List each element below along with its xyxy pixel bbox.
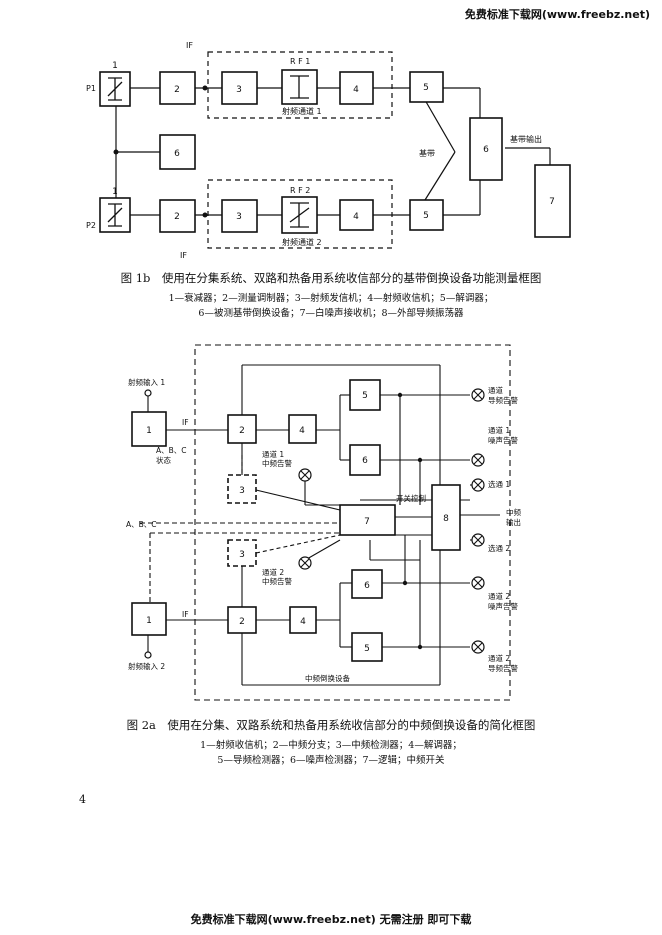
svg-text:4: 4 bbox=[353, 212, 359, 222]
rf-input1-label: 射频输入 1 bbox=[128, 377, 165, 387]
svg-text:6: 6 bbox=[174, 149, 180, 159]
if-bottom-label: IF bbox=[180, 251, 187, 260]
if2-label: IF bbox=[182, 610, 189, 619]
svg-text:3: 3 bbox=[239, 486, 245, 496]
baseband-label: 基带 bbox=[419, 148, 435, 158]
abc-top-state-label: 状态 bbox=[156, 455, 171, 465]
svg-text:3: 3 bbox=[236, 212, 242, 222]
channel1-label: 射频通道 1 bbox=[282, 106, 322, 116]
abc-mid-label: A、B、C bbox=[126, 520, 157, 529]
select1-label: 选通 1 bbox=[488, 479, 510, 489]
ch2-noise-label-a: 通道 2 bbox=[488, 591, 510, 601]
ch2-pilot-label-b: 导频告警 bbox=[488, 663, 518, 673]
svg-text:5: 5 bbox=[423, 211, 429, 221]
p1-label: P1 bbox=[86, 84, 96, 93]
svg-text:5: 5 bbox=[423, 83, 429, 93]
svg-text:3: 3 bbox=[236, 85, 242, 95]
figure-2a-diagram: 1 2 4 5 6 3 7 8 3 2 4 6 5 1 射频输入 1 射频输入 2 A、B、C 状… bbox=[126, 344, 521, 701]
svg-text:6: 6 bbox=[364, 581, 370, 591]
rf-input2-label: 射频输入 2 bbox=[128, 661, 165, 671]
if-switch-unit-label: 中频倒换设备 bbox=[305, 673, 350, 683]
svg-text:7: 7 bbox=[549, 197, 555, 207]
if-output-label-a: 中频 bbox=[506, 507, 521, 517]
ch2-if-alarm-label-b: 中频告警 bbox=[262, 576, 292, 586]
svg-text:2: 2 bbox=[174, 85, 180, 95]
ch2-pilot-label-a: 通道 2 bbox=[488, 653, 510, 663]
figure-2a-caption: 图 2a 使用在分集、双路系统和热备用系统收信部分的中频倒换设备的简化框图 bbox=[126, 718, 536, 732]
ch2-if-alarm-label-a: 通道 2 bbox=[262, 567, 284, 577]
svg-text:6: 6 bbox=[483, 145, 489, 155]
pilot-alarm-label-a: 通道 bbox=[488, 385, 503, 395]
figure-1b-diagram: 2 3 4 5 6 6 7 2 3 4 5 1 1 P1 P2 IF IF R F 1 R … bbox=[86, 41, 571, 260]
svg-text:2: 2 bbox=[174, 212, 180, 222]
svg-text:1: 1 bbox=[112, 187, 118, 197]
figure-2a-legend-line1: 1—射频收信机；2—中频分支；3—中频检测器；4—解调器； bbox=[200, 740, 462, 751]
svg-text:2: 2 bbox=[239, 617, 245, 627]
if-top-label: IF bbox=[186, 41, 193, 50]
svg-text:5: 5 bbox=[362, 391, 368, 401]
svg-text:3: 3 bbox=[239, 550, 245, 560]
channel2-label: 射频通道 2 bbox=[282, 237, 322, 247]
pilot-alarm-label-b: 导频告警 bbox=[488, 395, 518, 405]
ch1-if-alarm-label-a: 通道 1 bbox=[262, 449, 284, 459]
svg-text:6: 6 bbox=[362, 456, 368, 466]
figure-1b-caption: 图 1b 使用在分集系统、双路和热备用系统收信部分的基带倒换设备功能测量框图 bbox=[120, 271, 542, 285]
switch-control-label: 开关控制 bbox=[396, 493, 426, 503]
svg-text:1: 1 bbox=[146, 426, 152, 436]
p2-label: P2 bbox=[86, 221, 96, 230]
select2-label: 选通 2 bbox=[488, 543, 510, 553]
page-number: 4 bbox=[79, 793, 86, 806]
figure-2a-legend-line2: 5—导频检测器；6—噪声检测器；7—逻辑；中频开关 bbox=[217, 755, 445, 766]
svg-text:4: 4 bbox=[299, 426, 305, 436]
if1-label: IF bbox=[182, 418, 189, 427]
svg-text:1: 1 bbox=[112, 61, 118, 71]
rf2-label: R F 2 bbox=[290, 186, 310, 195]
svg-text:1: 1 bbox=[146, 616, 152, 626]
abc-top-label: A、B、C bbox=[156, 446, 187, 455]
baseband-out-label: 基带输出 bbox=[510, 134, 542, 144]
svg-text:7: 7 bbox=[364, 517, 370, 527]
svg-text:4: 4 bbox=[353, 85, 359, 95]
figure-1b-legend-line2: 6—被测基带倒换设备；7—白噪声接收机；8—外部导频振荡器 bbox=[198, 308, 464, 319]
ch1-noise-label-b: 噪声告警 bbox=[488, 435, 518, 445]
site-header: 免费标准下载网(www.freebz.net) bbox=[464, 8, 650, 21]
ch2-noise-label-b: 噪声告警 bbox=[488, 601, 518, 611]
svg-text:4: 4 bbox=[300, 617, 306, 627]
if-output-label-b: 输出 bbox=[506, 517, 521, 527]
site-footer: 免费标准下载网(www.freebz.net) 无需注册 即可下载 bbox=[190, 913, 472, 926]
ch1-noise-label-a: 通道 1 bbox=[488, 425, 510, 435]
svg-text:8: 8 bbox=[443, 514, 449, 524]
rf1-label: R F 1 bbox=[290, 57, 310, 66]
ch1-if-alarm-label-b: 中频告警 bbox=[262, 458, 292, 468]
svg-text:5: 5 bbox=[364, 644, 370, 654]
figure-1b-legend-line1: 1—衰减器；2—测量调制器；3—射频发信机；4—射频收信机；5—解调器； bbox=[168, 293, 494, 304]
svg-text:2: 2 bbox=[239, 426, 245, 436]
